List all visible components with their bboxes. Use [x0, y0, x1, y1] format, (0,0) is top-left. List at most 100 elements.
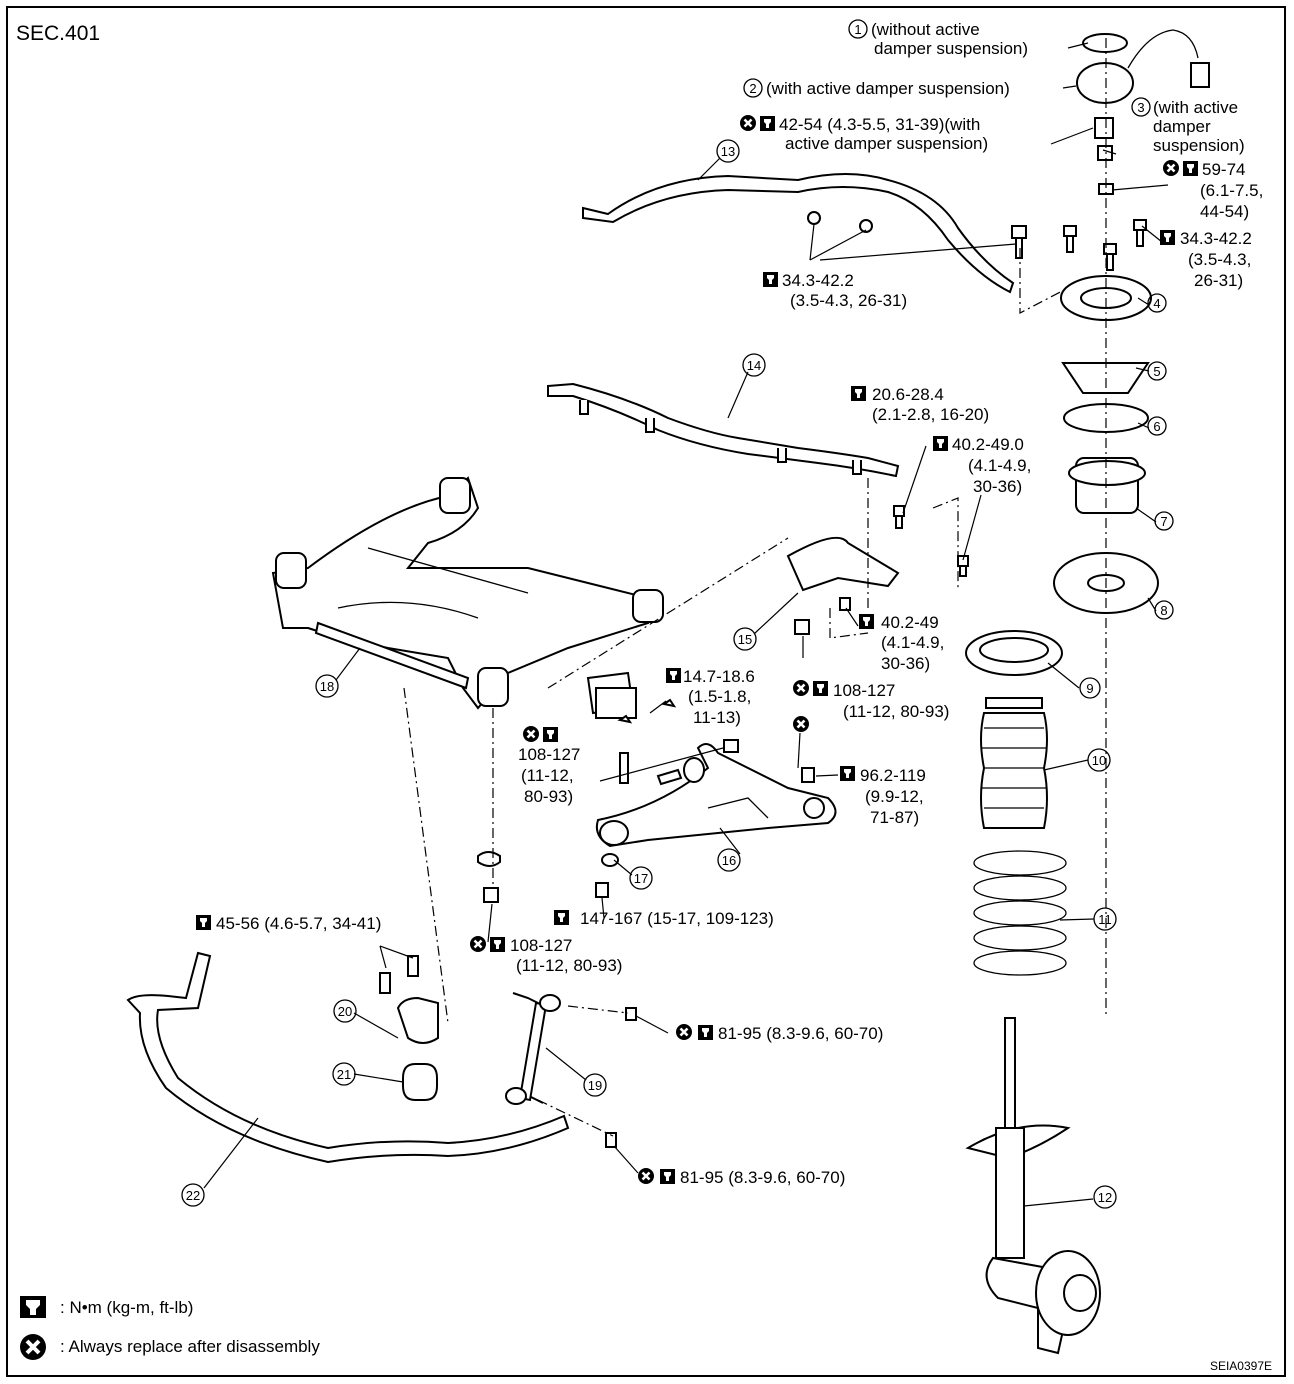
diagram-label: 108-127 [518, 745, 580, 764]
callout-1: 1 [848, 19, 868, 39]
callout-22: 22 [181, 1183, 205, 1207]
diagram-label: : Always replace after disassembly [60, 1337, 320, 1356]
stabilizer-bar [126, 951, 570, 1164]
diagram-label: 4 [1153, 296, 1160, 311]
diagram-label: 10 [1092, 753, 1106, 768]
callout-21: 21 [332, 1062, 356, 1086]
diagram-label: 81-95 (8.3-9.6, 60-70) [680, 1168, 845, 1187]
assembly-lines [403, 38, 1107, 1137]
section-title: SEC.401 [16, 22, 100, 45]
callout-3: 3 [1131, 97, 1151, 117]
diagram-label: 17 [634, 871, 648, 886]
suspension-member [271, 476, 664, 715]
strut-knuckle [965, 1017, 1101, 1355]
callout-5: 5 [1147, 361, 1167, 381]
diagram-label: (with active damper suspension) [766, 79, 1010, 98]
callout-20: 20 [333, 999, 357, 1023]
diagram-label: (without active [871, 20, 980, 39]
legend: : N•m (kg-m, ft-lb) : Always replace aft… [20, 1296, 1272, 1373]
diagram-label: 22 [186, 1188, 200, 1203]
leader-lines [203, 42, 1169, 1207]
diagram-label: 18 [320, 679, 334, 694]
transverse-link [595, 743, 837, 848]
callout-14: 14 [742, 353, 766, 377]
diagram-label: 19 [588, 1078, 602, 1093]
diagram-label: 5 [1153, 364, 1160, 379]
diagram-label: 6 [1153, 419, 1160, 434]
diagram-label: 81-95 (8.3-9.6, 60-70) [718, 1024, 883, 1043]
diagram-label: (4.1-4.9, [881, 633, 944, 652]
diagram-label: 1 [854, 22, 861, 37]
torque-legend: : N•m (kg-m, ft-lb) [20, 1296, 193, 1318]
callout-9: 9 [1079, 677, 1101, 699]
diagram-label: (3.5-4.3, 26-31) [790, 291, 907, 310]
callout-12: 12 [1093, 1185, 1117, 1209]
diagram-label: 44-54) [1200, 202, 1249, 221]
diagram-label: active damper suspension) [785, 134, 988, 153]
callout-4: 4 [1147, 293, 1167, 313]
bound-bumper [980, 697, 1048, 829]
diagram-label: 59-74 [1202, 160, 1245, 179]
callout-2: 2 [743, 78, 763, 98]
diagram-label: 20.6-28.4 [872, 385, 944, 404]
torque-specs: 42-54 (4.3-5.5, 31-39)(with active dampe… [196, 113, 1263, 1187]
diagram-label: 13 [721, 144, 735, 159]
coil-spring [973, 850, 1067, 976]
diagram-label: 80-93) [524, 787, 573, 806]
callout-13: 13 [716, 139, 740, 163]
diagram-label: 45-56 (4.6-5.7, 34-41) [216, 914, 381, 933]
diagram-label: 11-13) [693, 708, 741, 727]
diagram-label: (11-12, [521, 766, 574, 785]
diagram-label: 2 [749, 81, 756, 96]
diagram-label: damper [1153, 117, 1211, 136]
replace-legend: : Always replace after disassembly [20, 1334, 320, 1360]
front-suspension-exploded-diagram: SEC.401 [16, 19, 1272, 1373]
diagram-label: 147-167 (15-17, 109-123) [580, 909, 774, 928]
diagram-label: 9 [1086, 681, 1093, 696]
diagram-label: 42-54 (4.3-5.5, 31-39)(with [779, 115, 980, 134]
diagram-label: 16 [722, 853, 736, 868]
diagram-label: (2.1-2.8, 16-20) [872, 405, 989, 424]
diagram-label: 26-31) [1194, 271, 1243, 290]
diagram-label: 34.3-42.2 [1180, 229, 1252, 248]
diagram-label: 71-87) [870, 808, 919, 827]
diagram-label: (with active [1153, 98, 1238, 117]
diagram-label: 8 [1160, 603, 1167, 618]
callout-17: 17 [629, 866, 653, 890]
diagram-label: (6.1-7.5, [1200, 181, 1263, 200]
diagram-label: 40.2-49 [881, 613, 939, 632]
diagram-label: suspension) [1153, 136, 1245, 155]
diagram-label: 14.7-18.6 [683, 667, 755, 686]
diagram-label: 20 [338, 1004, 352, 1019]
diagram-label: 96.2-119 [860, 766, 926, 785]
diagram-label: 14 [747, 358, 761, 373]
diagram-label: 108-127 [510, 936, 572, 955]
diagram-label: (11-12, 80-93) [843, 702, 949, 721]
callout-8: 8 [1154, 600, 1174, 620]
diagram-label: 108-127 [833, 681, 895, 700]
diagram-label: 11 [1098, 912, 1112, 927]
callout-16: 16 [717, 848, 741, 872]
callout-circles: 1 2 3 4 5 6 7 8 9 10 11 12 13 14 15 16 1… [181, 19, 1174, 1209]
callout-10: 10 [1087, 748, 1111, 772]
callout-6: 6 [1147, 416, 1167, 436]
callout-7: 7 [1154, 511, 1174, 531]
part-notes: (without active damper suspension) (with… [766, 20, 1245, 155]
callout-19: 19 [583, 1073, 607, 1097]
diagram-label: 30-36) [881, 654, 930, 673]
diagram-label: 40.2-49.0 [952, 435, 1024, 454]
diagram-label: (4.1-4.9, [968, 456, 1031, 475]
callout-11: 11 [1093, 907, 1117, 931]
upper-strut-bar [582, 173, 1015, 294]
diagram-label: (3.5-4.3, [1188, 250, 1251, 269]
fasteners [477, 219, 1147, 1148]
lower-strut-bar [547, 382, 900, 478]
diagram-label: (9.9-12, [865, 787, 924, 806]
diagram-label: 7 [1160, 514, 1167, 529]
figure-code: SEIA0397E [1210, 1359, 1272, 1373]
diagram-label: 34.3-42.2 [782, 271, 854, 290]
diagram-frame: SEC.401 [6, 6, 1286, 1377]
diagram-label: 3 [1137, 100, 1144, 115]
diagram-label: : N•m (kg-m, ft-lb) [60, 1298, 193, 1317]
callout-15: 15 [733, 627, 757, 651]
